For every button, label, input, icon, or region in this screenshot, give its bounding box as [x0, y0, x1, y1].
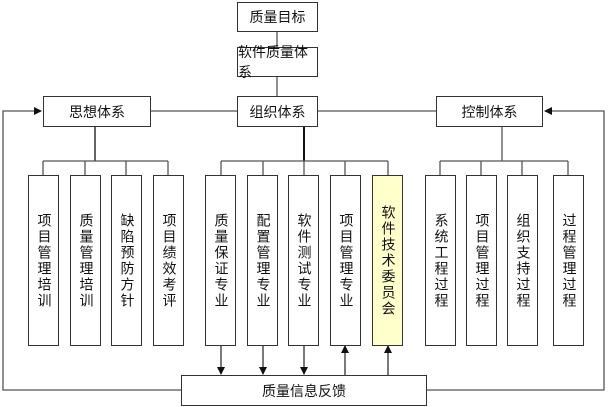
column-box: 过程管理过程	[553, 175, 584, 346]
column-box: 质量保证专业	[205, 175, 236, 346]
column-label: 系统工程过程	[432, 212, 449, 309]
column-label: 过程管理过程	[560, 212, 577, 309]
column-label: 项目绩效考评	[160, 212, 177, 309]
column-box: 系统工程过程	[425, 175, 456, 346]
feedback-loop-left	[2, 107, 181, 391]
organization-system-box: 组织体系	[237, 96, 318, 127]
column-box: 缺陷预防方针	[111, 175, 142, 346]
column-box: 软件测试专业	[288, 175, 319, 346]
column-box: 质量管理培训	[70, 175, 101, 346]
column-label: 软件测试专业	[295, 212, 312, 309]
column-box: 项目绩效考评	[153, 175, 184, 346]
column-box: 项目管理培训	[28, 175, 59, 346]
column-box: 项目管理过程	[466, 175, 497, 346]
column-label: 缺陷预防方针	[118, 212, 135, 309]
column-label: 项目管理专业	[337, 212, 354, 309]
control-system-box: 控制体系	[436, 96, 543, 127]
column-label: 质量管理培训	[77, 212, 94, 309]
software-quality-system-box: 软件质量体系	[237, 45, 318, 81]
quality-goal-box: 质量目标	[237, 2, 318, 32]
column-label: 软件技术委员会	[379, 204, 396, 317]
column-box-highlighted: 软件技术委员会	[372, 175, 403, 346]
column-box: 组织支持过程	[507, 175, 538, 346]
column-label: 配置管理专业	[254, 212, 271, 309]
column-label: 项目管理培训	[35, 212, 52, 309]
column-label: 组织支持过程	[514, 212, 531, 309]
column-box: 项目管理专业	[330, 175, 361, 346]
column-label: 项目管理过程	[473, 212, 490, 309]
column-label: 质量保证专业	[212, 212, 229, 309]
thought-system-box: 思想体系	[43, 96, 151, 127]
column-box: 配置管理专业	[247, 175, 278, 346]
feedback-loop-right	[427, 107, 605, 391]
quality-feedback-box: 质量信息反馈	[181, 375, 427, 406]
